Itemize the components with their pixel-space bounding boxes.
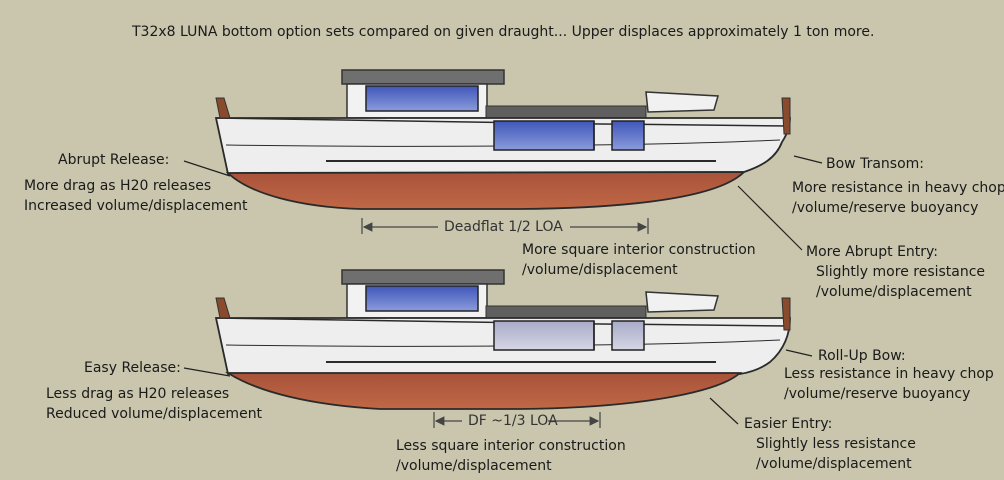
upper-house-window-1 [493, 120, 595, 151]
lower-stern-title: Easy Release: [84, 360, 181, 376]
upper-stern-line2: Increased volume/displacement [24, 198, 248, 214]
lower-stern-line2: Reduced volume/displacement [46, 406, 263, 422]
upper-bow-title: Bow Transom: [826, 156, 924, 172]
upper-stern-line1: More drag as H20 releases [24, 178, 212, 194]
lower-deadflat-label: DF ~1/3 LOA [468, 413, 558, 429]
upper-stern-title: Abrupt Release: [58, 152, 170, 168]
upper-deadflat-label: Deadflat 1/2 LOA [444, 219, 563, 235]
lower-house-window-1 [493, 320, 595, 351]
lower-entry-title: Easier Entry: [744, 416, 833, 432]
lower-entry-line1: Slightly less resistance [756, 436, 916, 452]
lower-deck [485, 305, 647, 319]
lower-cabin-roof [341, 269, 505, 285]
upper-stern-post [215, 97, 231, 119]
lower-bow-title: Roll-Up Bow: [818, 348, 906, 364]
lower-windscreen [645, 291, 719, 313]
upper-cabin-roof [341, 69, 505, 85]
upper-bow-line2: /volume/reserve buoyancy [792, 200, 979, 216]
lower-entry-line2: /volume/displacement [756, 456, 912, 472]
lower-interior-line2: /volume/displacement [396, 458, 552, 474]
upper-bow-line1: More resistance in heavy chop [792, 180, 1004, 196]
lower-bow-post [781, 297, 791, 331]
lower-stern-post [215, 297, 231, 319]
lower-house-window-2 [611, 320, 645, 351]
upper-cabin-window [365, 85, 479, 112]
upper-entry-line2: /volume/displacement [816, 284, 972, 300]
upper-entry-line1: Slightly more resistance [816, 264, 986, 280]
lower-bow-line2: /volume/reserve buoyancy [784, 386, 971, 402]
upper-interior-line2: /volume/displacement [522, 262, 678, 278]
diagram-title: T32x8 LUNA bottom option sets compared o… [132, 24, 875, 40]
upper-bow-post [781, 97, 791, 135]
lower-hull-bottom [224, 372, 743, 410]
upper-windscreen [645, 91, 719, 113]
upper-house-window-2 [611, 120, 645, 151]
upper-deck [485, 105, 647, 119]
upper-entry-title: More Abrupt Entry: [806, 244, 939, 260]
lower-stern-line1: Less drag as H20 releases [46, 386, 230, 402]
lower-cabin-window [365, 285, 479, 312]
lower-boat [214, 269, 791, 428]
lower-bow-line1: Less resistance in heavy chop [784, 366, 994, 382]
lower-interior-line1: Less square interior construction [396, 438, 626, 454]
upper-boat [214, 69, 791, 234]
upper-hull-bottom [225, 171, 747, 210]
upper-interior-line1: More square interior construction [522, 242, 756, 258]
